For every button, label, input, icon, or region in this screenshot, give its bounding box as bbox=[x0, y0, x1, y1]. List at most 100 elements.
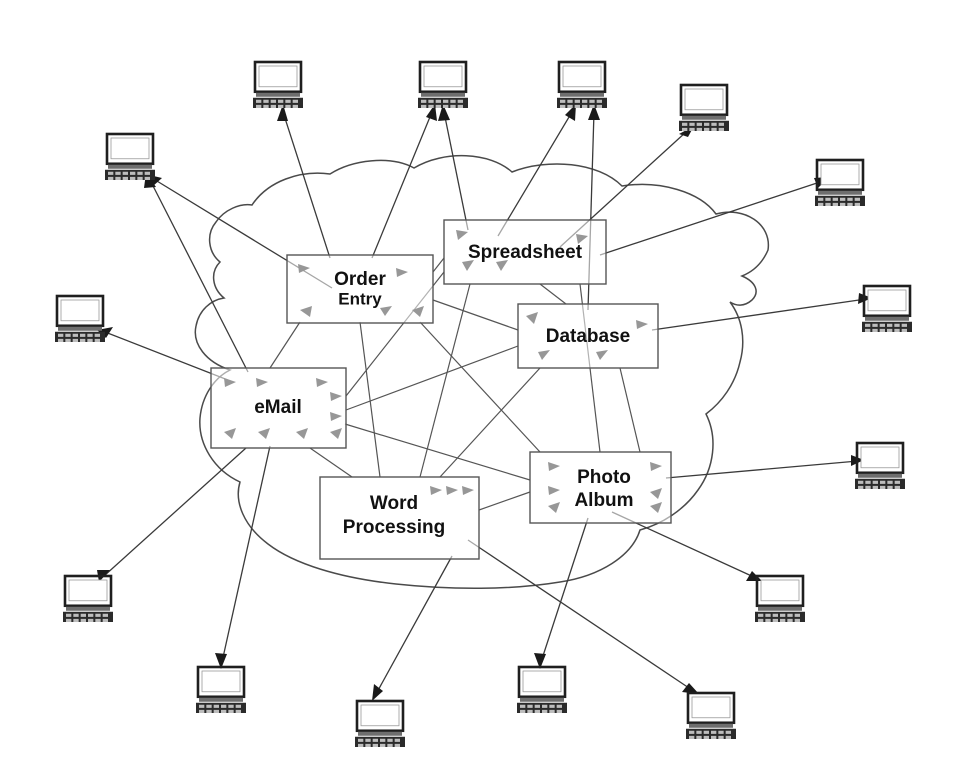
keyboard-key bbox=[122, 176, 128, 180]
monitor-screen bbox=[684, 88, 724, 111]
node-photo-album[interactable]: Photo Album bbox=[529, 451, 672, 524]
keyboard-key bbox=[696, 735, 702, 739]
link-order-entry-photo bbox=[419, 321, 541, 453]
keyboard-key bbox=[887, 323, 893, 327]
keyboard-key bbox=[206, 704, 212, 708]
keyboard-key bbox=[235, 704, 241, 708]
keyboard bbox=[55, 331, 105, 342]
node-word-processing-box[interactable] bbox=[319, 476, 480, 560]
node-spreadsheet[interactable]: Spreadsheet bbox=[443, 219, 607, 285]
link-email-pc-05 bbox=[149, 179, 249, 373]
monitor-base-strip bbox=[520, 697, 564, 702]
keyboard-key bbox=[278, 104, 284, 108]
keyboard bbox=[105, 169, 155, 180]
monitor-frame bbox=[105, 132, 155, 166]
keyboard-key bbox=[711, 730, 717, 734]
keyboard-key bbox=[847, 197, 853, 201]
keyboard-key bbox=[394, 738, 400, 742]
node-spreadsheet-box[interactable] bbox=[443, 219, 607, 285]
computer-icon-pc-15[interactable] bbox=[686, 691, 736, 739]
computer-icon-pc-01[interactable] bbox=[253, 60, 303, 108]
keyboard-key bbox=[794, 618, 800, 622]
keyboard bbox=[355, 736, 405, 747]
keyboard-key bbox=[582, 104, 588, 108]
keyboard-key bbox=[696, 122, 702, 126]
keyboard-key bbox=[66, 618, 72, 622]
computer-icon-pc-02[interactable] bbox=[418, 60, 468, 108]
keyboard-key bbox=[718, 730, 724, 734]
monitor-base-strip bbox=[858, 473, 902, 478]
node-database-box[interactable] bbox=[517, 303, 659, 369]
monitor-screen bbox=[201, 670, 241, 693]
keyboard-key bbox=[880, 480, 886, 484]
node-word-processing[interactable]: Word Processing bbox=[319, 476, 480, 560]
link-database-pc-08 bbox=[651, 298, 867, 331]
keyboard-key bbox=[358, 743, 364, 747]
link-spreadsheet-pc-02 bbox=[443, 111, 469, 231]
keyboard-key bbox=[879, 328, 885, 332]
link-database-photo bbox=[619, 367, 641, 453]
keyboard bbox=[196, 702, 246, 713]
link-order-entry-pc-02 bbox=[371, 111, 433, 259]
keyboard-key bbox=[73, 618, 79, 622]
keyboard-key bbox=[596, 99, 602, 103]
computer-icon-pc-05[interactable] bbox=[105, 132, 155, 180]
monitor-base-strip bbox=[421, 92, 465, 97]
keyboard bbox=[862, 321, 912, 332]
computer-icon-pc-04[interactable] bbox=[679, 83, 729, 131]
monitor-screen bbox=[110, 137, 150, 160]
computer-icon-pc-14[interactable] bbox=[517, 665, 567, 713]
monitor-base-strip bbox=[358, 731, 402, 736]
computer-icon-pc-07[interactable] bbox=[55, 294, 105, 342]
keyboard-key bbox=[534, 704, 540, 708]
keyboard-key bbox=[887, 328, 893, 332]
computer-icon-pc-06[interactable] bbox=[815, 158, 865, 206]
node-database[interactable]: Database bbox=[517, 303, 659, 369]
link-database-email bbox=[345, 345, 519, 411]
computer-icon-pc-03[interactable] bbox=[557, 60, 607, 108]
monitor-base-strip bbox=[108, 164, 152, 169]
arrowhead-pc-03b bbox=[588, 104, 600, 120]
keyboard-key bbox=[858, 485, 864, 489]
link-photo-album-pc-14 bbox=[540, 517, 589, 663]
monitor-frame bbox=[355, 699, 405, 733]
keyboard-key bbox=[421, 104, 427, 108]
monitor-frame bbox=[755, 574, 805, 608]
keyboard-key bbox=[87, 338, 93, 342]
keyboard-key bbox=[58, 338, 64, 342]
computer-icon-pc-12[interactable] bbox=[196, 665, 246, 713]
keyboard-key bbox=[94, 333, 100, 337]
keyboard-key bbox=[880, 485, 886, 489]
keyboard-key bbox=[428, 104, 434, 108]
link-order-entry-wp bbox=[359, 321, 381, 478]
keyboard-key bbox=[596, 104, 602, 108]
arrowhead-pc-03a bbox=[565, 104, 576, 121]
computer-icon-pc-11[interactable] bbox=[755, 574, 805, 622]
node-email-box[interactable] bbox=[210, 367, 347, 449]
computer-icon-pc-08[interactable] bbox=[862, 284, 912, 332]
keyboard-key bbox=[263, 104, 269, 108]
keyboard-key bbox=[589, 99, 595, 103]
node-email[interactable]: eMail bbox=[210, 367, 347, 449]
arrowhead-pc-15 bbox=[682, 683, 699, 694]
monitor-frame bbox=[557, 60, 607, 94]
monitor-screen bbox=[360, 704, 400, 727]
keyboard-key bbox=[689, 730, 695, 734]
node-order-entry[interactable]: Order Entry bbox=[286, 254, 434, 324]
keyboard-key bbox=[73, 613, 79, 617]
keyboard-key bbox=[457, 99, 463, 103]
node-order-entry-box[interactable] bbox=[286, 254, 434, 324]
monitor-frame bbox=[253, 60, 303, 94]
computer-icon-pc-10[interactable] bbox=[63, 574, 113, 622]
keyboard-key bbox=[66, 613, 72, 617]
computer-icon-pc-13[interactable] bbox=[355, 699, 405, 747]
keyboard bbox=[517, 702, 567, 713]
keyboard-key bbox=[582, 99, 588, 103]
link-spreadsheet-pc-03 bbox=[497, 111, 573, 237]
keyboard-key bbox=[780, 618, 786, 622]
node-photo-album-box[interactable] bbox=[529, 451, 672, 524]
computer-icon-pc-09[interactable] bbox=[855, 441, 905, 489]
keyboard-key bbox=[443, 104, 449, 108]
monitor-frame bbox=[855, 441, 905, 475]
